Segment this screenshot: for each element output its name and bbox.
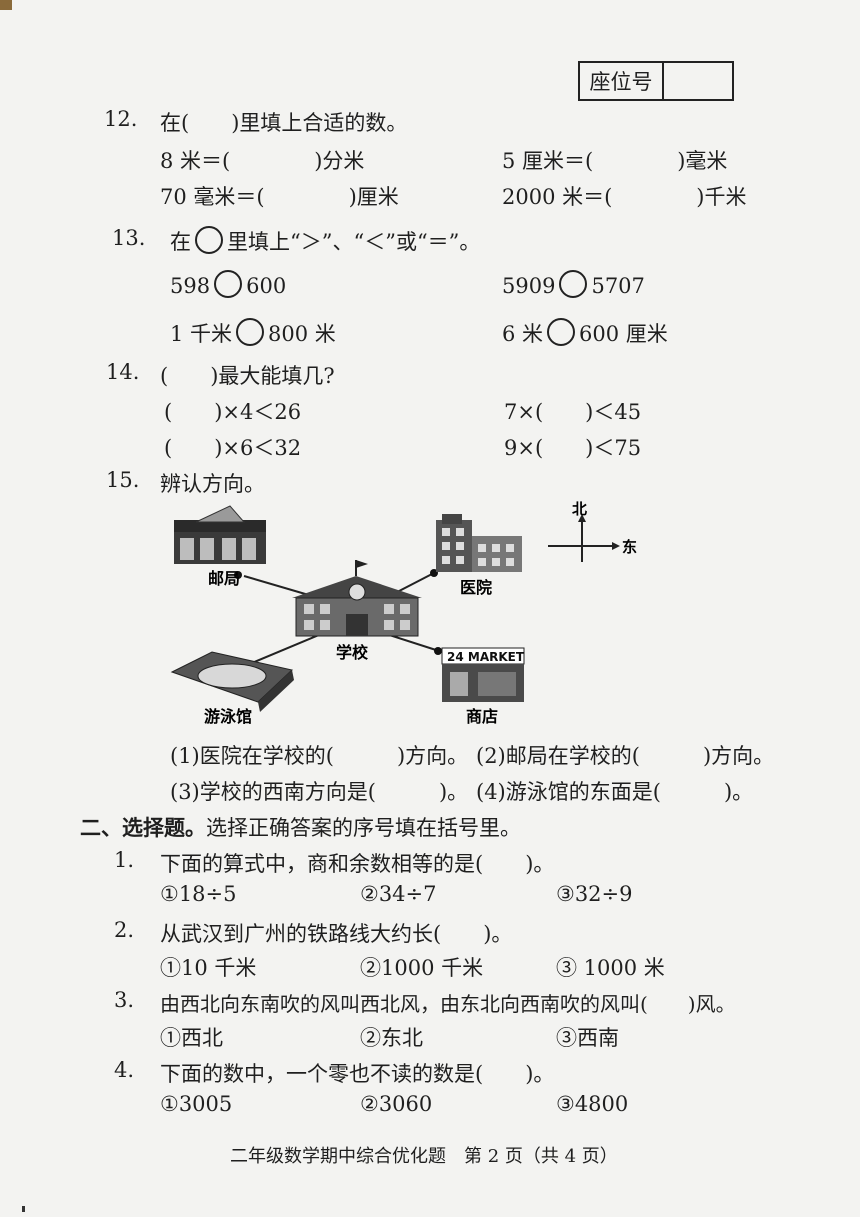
mc3-number: 3. bbox=[114, 988, 135, 1012]
q13-item-4-right: 600 厘米 bbox=[579, 322, 668, 346]
q14-title: ( )最大能填几? bbox=[160, 364, 335, 388]
q12-item-2: 5 厘米＝( )毫米 bbox=[502, 149, 728, 173]
circle-icon bbox=[195, 226, 223, 254]
mc1-option-2[interactable]: ②34÷7 bbox=[360, 882, 437, 906]
shop-icon: 24 MARKET bbox=[441, 647, 525, 702]
page-footer: 二年级数学期中综合优化题 第 2 页（共 4 页） bbox=[230, 1146, 618, 1167]
mc1-number: 1. bbox=[114, 848, 135, 872]
q13-item-1-left: 598 bbox=[170, 274, 211, 298]
q13-number: 13. bbox=[112, 226, 146, 250]
q13-title: 在 里填上“＞”、“＜”或“＝”。 bbox=[170, 226, 480, 256]
q14-number: 14. bbox=[106, 360, 140, 384]
scan-speck bbox=[22, 1206, 25, 1212]
section2-subtitle: 选择正确答案的序号填在括号里。 bbox=[206, 816, 521, 840]
mc4-option-3[interactable]: ③4800 bbox=[556, 1092, 629, 1116]
mc2-option-2[interactable]: ②1000 千米 bbox=[360, 956, 484, 980]
answer-circle[interactable] bbox=[559, 270, 588, 298]
mc4-option-1[interactable]: ①3005 bbox=[160, 1092, 233, 1116]
mc3-option-3[interactable]: ③西南 bbox=[556, 1026, 619, 1050]
mc1-text: 下面的算式中，商和余数相等的是( )。 bbox=[160, 852, 555, 876]
q15-question-4: (4)游泳馆的东面是( )。 bbox=[476, 780, 754, 804]
q14-item-2: 7×( )＜45 bbox=[504, 400, 642, 424]
q15-question-2: (2)邮局在学校的( )方向。 bbox=[476, 744, 775, 768]
mc3-text: 由西北向东南吹的风叫西北风，由东北向西南吹的风叫( )风。 bbox=[160, 992, 736, 1016]
section2-title: 二、选择题。 bbox=[80, 815, 206, 840]
swimming-pool-icon bbox=[170, 651, 294, 712]
mc2-option-1[interactable]: ①10 千米 bbox=[160, 956, 257, 980]
hospital-icon bbox=[436, 514, 522, 572]
q13-item-1-right: 600 bbox=[246, 274, 287, 298]
q15-number: 15. bbox=[106, 468, 140, 492]
q13-item-3-right: 800 米 bbox=[268, 322, 336, 346]
q13-title-post: 里填上“＞”、“＜”或“＝”。 bbox=[227, 230, 481, 254]
mc3-option-1[interactable]: ①西北 bbox=[160, 1026, 223, 1050]
mc4-option-2[interactable]: ②3060 bbox=[360, 1092, 433, 1116]
post-office-label: 邮局 bbox=[208, 569, 240, 588]
compass-north: 北 bbox=[572, 500, 587, 518]
q13-item-2-left: 5909 bbox=[502, 274, 556, 298]
q13-title-pre: 在 bbox=[170, 230, 191, 254]
mc2-option-3[interactable]: ③ 1000 米 bbox=[556, 956, 665, 980]
q13-item-3-left: 1 千米 bbox=[170, 322, 233, 346]
q13-item-2: 5909 5707 bbox=[502, 270, 645, 298]
mc1-option-1[interactable]: ①18÷5 bbox=[160, 882, 237, 906]
q14-item-1: ( )×4＜26 bbox=[164, 400, 302, 424]
mc1-option-3[interactable]: ③32÷9 bbox=[556, 882, 633, 906]
q15-question-1: (1)医院在学校的( )方向。 bbox=[170, 744, 469, 768]
page-corner-mark bbox=[0, 0, 12, 10]
school-label: 学校 bbox=[336, 643, 369, 662]
q12-item-3: 70 毫米＝( )厘米 bbox=[160, 185, 399, 209]
compass-east: 东 bbox=[622, 538, 637, 556]
seat-number-blank[interactable] bbox=[664, 63, 732, 99]
post-office-icon bbox=[174, 505, 266, 564]
hospital-label: 医院 bbox=[460, 578, 492, 597]
mc4-number: 4. bbox=[114, 1058, 135, 1082]
q13-item-4-left: 6 米 bbox=[502, 322, 544, 346]
q12-item-1: 8 米＝( )分米 bbox=[160, 149, 365, 173]
q14-item-4: 9×( )＜75 bbox=[504, 436, 642, 460]
school-icon bbox=[292, 560, 422, 637]
mc2-text: 从武汉到广州的铁路线大约长( )。 bbox=[160, 922, 513, 946]
seat-number-label: 座位号 bbox=[580, 63, 664, 99]
answer-circle[interactable] bbox=[214, 270, 243, 298]
q12-item-4: 2000 米＝( )千米 bbox=[502, 185, 747, 209]
mc3-option-2[interactable]: ②东北 bbox=[360, 1026, 423, 1050]
shop-dot bbox=[434, 647, 442, 655]
mc4-text: 下面的数中，一个零也不读的数是( )。 bbox=[160, 1062, 555, 1086]
answer-circle[interactable] bbox=[236, 318, 265, 346]
answer-circle[interactable] bbox=[547, 318, 576, 346]
q14-item-3: ( )×6＜32 bbox=[164, 436, 302, 460]
q13-item-2-right: 5707 bbox=[591, 274, 645, 298]
seat-number-box: 座位号 bbox=[578, 61, 734, 101]
q13-item-4: 6 米 600 厘米 bbox=[502, 318, 668, 348]
q12-number: 12. bbox=[104, 107, 138, 131]
direction-map: 24 MARKET 北 东 邮局 医院 学校 游泳馆 商店 bbox=[170, 500, 637, 726]
shop-label: 商店 bbox=[466, 707, 498, 726]
market-sign: 24 MARKET bbox=[447, 650, 525, 664]
mc2-number: 2. bbox=[114, 918, 135, 942]
q15-title: 辨认方向。 bbox=[160, 472, 265, 496]
q13-item-3: 1 千米 800 米 bbox=[170, 318, 336, 348]
q15-question-3: (3)学校的西南方向是( )。 bbox=[170, 780, 469, 804]
q13-item-1: 598 600 bbox=[170, 270, 286, 298]
compass-icon bbox=[548, 514, 620, 562]
post-dot bbox=[234, 571, 242, 579]
section2-heading: 二、选择题。选择正确答案的序号填在括号里。 bbox=[80, 812, 521, 842]
pool-label: 游泳馆 bbox=[204, 707, 252, 726]
q12-title: 在( )里填上合适的数。 bbox=[160, 111, 408, 135]
